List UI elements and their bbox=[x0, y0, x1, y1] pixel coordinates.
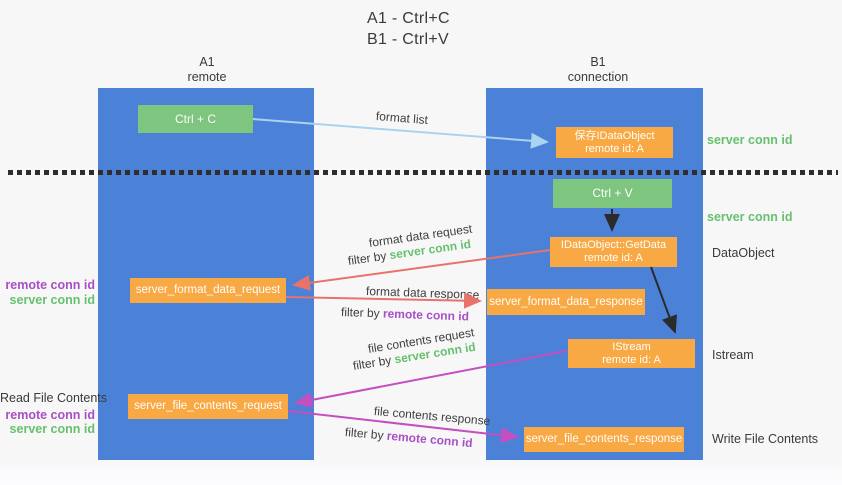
server-format-data-request-label: server_format_data_request bbox=[135, 284, 281, 296]
save-dataobject-line2: remote id: A bbox=[585, 142, 644, 155]
server-conn-id-label-top: server conn id bbox=[707, 133, 793, 147]
filter-by-text-4: filter by bbox=[344, 425, 388, 443]
server-conn-id-label-left-1: server conn id bbox=[9, 292, 95, 307]
getdata-box: IDataObject::GetData remote id: A bbox=[550, 237, 677, 267]
format-data-response-label: format data response bbox=[365, 284, 480, 302]
title-line-copy: A1 - Ctrl+C bbox=[367, 10, 450, 27]
save-dataobject-box: 保存IDataObject remote id: A bbox=[556, 127, 673, 158]
title-line-paste: B1 - Ctrl+V bbox=[367, 31, 449, 48]
server-file-contents-request-label: server_file_contents_request bbox=[134, 400, 282, 412]
server-format-data-response-box: server_format_data_response bbox=[487, 289, 645, 315]
istream-line1: IStream bbox=[612, 340, 651, 353]
ctrl-c-box: Ctrl + C bbox=[138, 105, 253, 133]
server-format-data-request-box: server_format_data_request bbox=[130, 278, 286, 303]
server-format-data-response-label: server_format_data_response bbox=[489, 295, 643, 308]
ctrl-v-box: Ctrl + V bbox=[553, 179, 672, 208]
file-contents-response-label: file contents response bbox=[373, 404, 491, 429]
filter-value-4: remote conn id bbox=[386, 428, 474, 451]
filter-by-text-2: filter by bbox=[340, 305, 384, 321]
dotted-divider bbox=[8, 170, 838, 175]
dataobject-label: DataObject bbox=[712, 246, 775, 260]
getdata-line1: IDataObject::GetData bbox=[560, 239, 667, 251]
istream-line2: remote id: A bbox=[602, 353, 661, 366]
server-file-contents-request-box: server_file_contents_request bbox=[128, 394, 288, 419]
getdata-line2: remote id: A bbox=[584, 252, 643, 264]
istream-side-label: Istream bbox=[712, 348, 754, 362]
format-list-label: format list bbox=[375, 109, 429, 128]
ctrl-v-label: Ctrl + V bbox=[592, 186, 633, 200]
read-file-contents-block: Read File Contents remote conn id server… bbox=[0, 391, 108, 437]
save-dataobject-line1: 保存IDataObject bbox=[574, 129, 655, 142]
column-a1-subtitle: remote bbox=[187, 70, 227, 84]
istream-box: IStream remote id: A bbox=[568, 339, 695, 368]
read-file-contents-label: Read File Contents bbox=[0, 391, 108, 405]
column-b1-subtitle: connection bbox=[567, 70, 629, 84]
server-conn-id-label-left-2: server conn id bbox=[9, 422, 95, 436]
column-a1-name: A1 bbox=[199, 55, 215, 69]
filter-by-text-3: filter by bbox=[351, 352, 396, 373]
column-header-a1: A1 remote bbox=[146, 55, 268, 85]
server-file-contents-response-label: server_file_contents_response bbox=[525, 433, 683, 445]
filter-by-text-1: filter by bbox=[347, 248, 391, 268]
conn-id-pair-1: remote conn id server conn id bbox=[0, 278, 95, 307]
ctrl-c-label: Ctrl + C bbox=[174, 111, 216, 126]
column-b1-name: B1 bbox=[590, 55, 606, 69]
server-file-contents-response-box: server_file_contents_response bbox=[524, 427, 684, 452]
diagram-title: A1 - Ctrl+C B1 - Ctrl+V bbox=[367, 8, 450, 50]
filter-value-2: remote conn id bbox=[382, 306, 470, 324]
write-file-contents-label: Write File Contents bbox=[712, 432, 819, 446]
remote-conn-id-label-2: remote conn id bbox=[5, 407, 95, 422]
server-conn-id-label-mid: server conn id bbox=[707, 210, 793, 224]
column-header-b1: B1 connection bbox=[537, 55, 659, 85]
remote-conn-id-label-1: remote conn id bbox=[5, 278, 95, 292]
filter-by-remote-conn-id-label-1: filter by remote conn id bbox=[341, 305, 469, 323]
filter-by-remote-conn-id-label-2: filter by remote conn id bbox=[344, 425, 473, 450]
